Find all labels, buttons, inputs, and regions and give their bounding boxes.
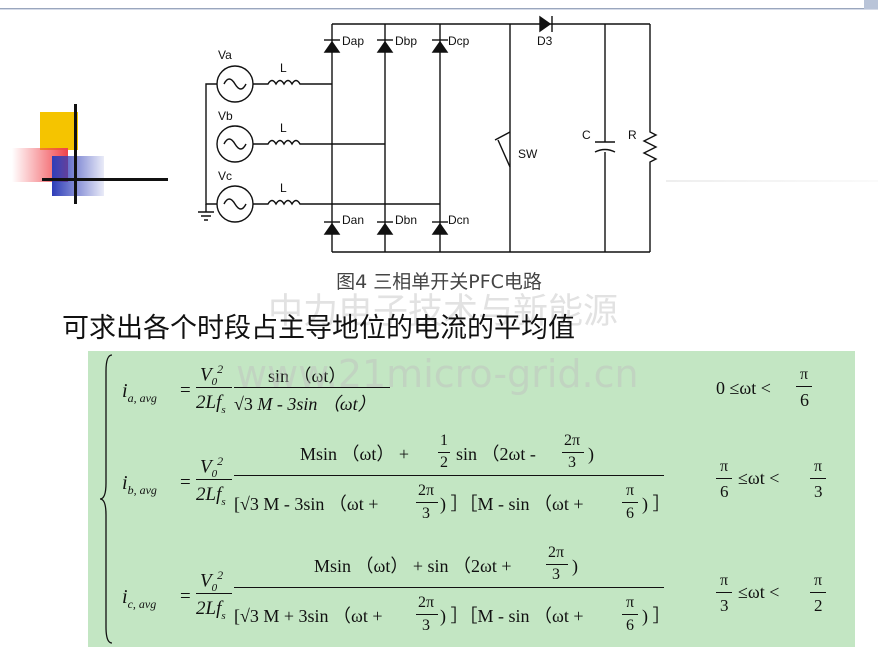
label-dan: Dan bbox=[342, 213, 364, 227]
label-dbp: Dbp bbox=[395, 34, 417, 48]
label-l1: L bbox=[280, 61, 287, 75]
top-border bbox=[0, 0, 878, 9]
label-va: Va bbox=[218, 48, 232, 62]
label-d3: D3 bbox=[537, 34, 553, 48]
watermark-chinese: 中力电子技术与新能源 bbox=[268, 292, 619, 332]
body-text: 可求出各个时段占主导地位的电流的平均值 bbox=[62, 313, 575, 344]
top-border-shadow bbox=[0, 9, 878, 10]
label-c: C bbox=[582, 128, 591, 142]
pfc-circuit-diagram: Va Vb Vc L L L Dap Dbp Dcp Dan Dbn Dcn D… bbox=[198, 15, 658, 253]
figure-caption: 图4 三相单开关PFC电路 bbox=[336, 271, 542, 293]
label-sw: SW bbox=[518, 147, 538, 161]
label-l3: L bbox=[280, 181, 287, 195]
label-dcn: Dcn bbox=[448, 213, 469, 227]
label-vb: Vb bbox=[218, 109, 233, 123]
label-dap: Dap bbox=[342, 34, 364, 48]
watermark-url: www.21micro-grid.cn bbox=[236, 352, 639, 396]
label-dbn: Dbn bbox=[395, 213, 417, 227]
label-r: R bbox=[628, 128, 637, 142]
brace bbox=[99, 354, 113, 644]
formula-panel: ia, avg = V02 2Lfs sin （ωt） √3 M - 3sin … bbox=[88, 351, 855, 647]
label-vc: Vc bbox=[218, 169, 232, 183]
label-l2: L bbox=[280, 121, 287, 135]
label-dcp: Dcp bbox=[448, 34, 470, 48]
corner-mark bbox=[864, 0, 878, 9]
